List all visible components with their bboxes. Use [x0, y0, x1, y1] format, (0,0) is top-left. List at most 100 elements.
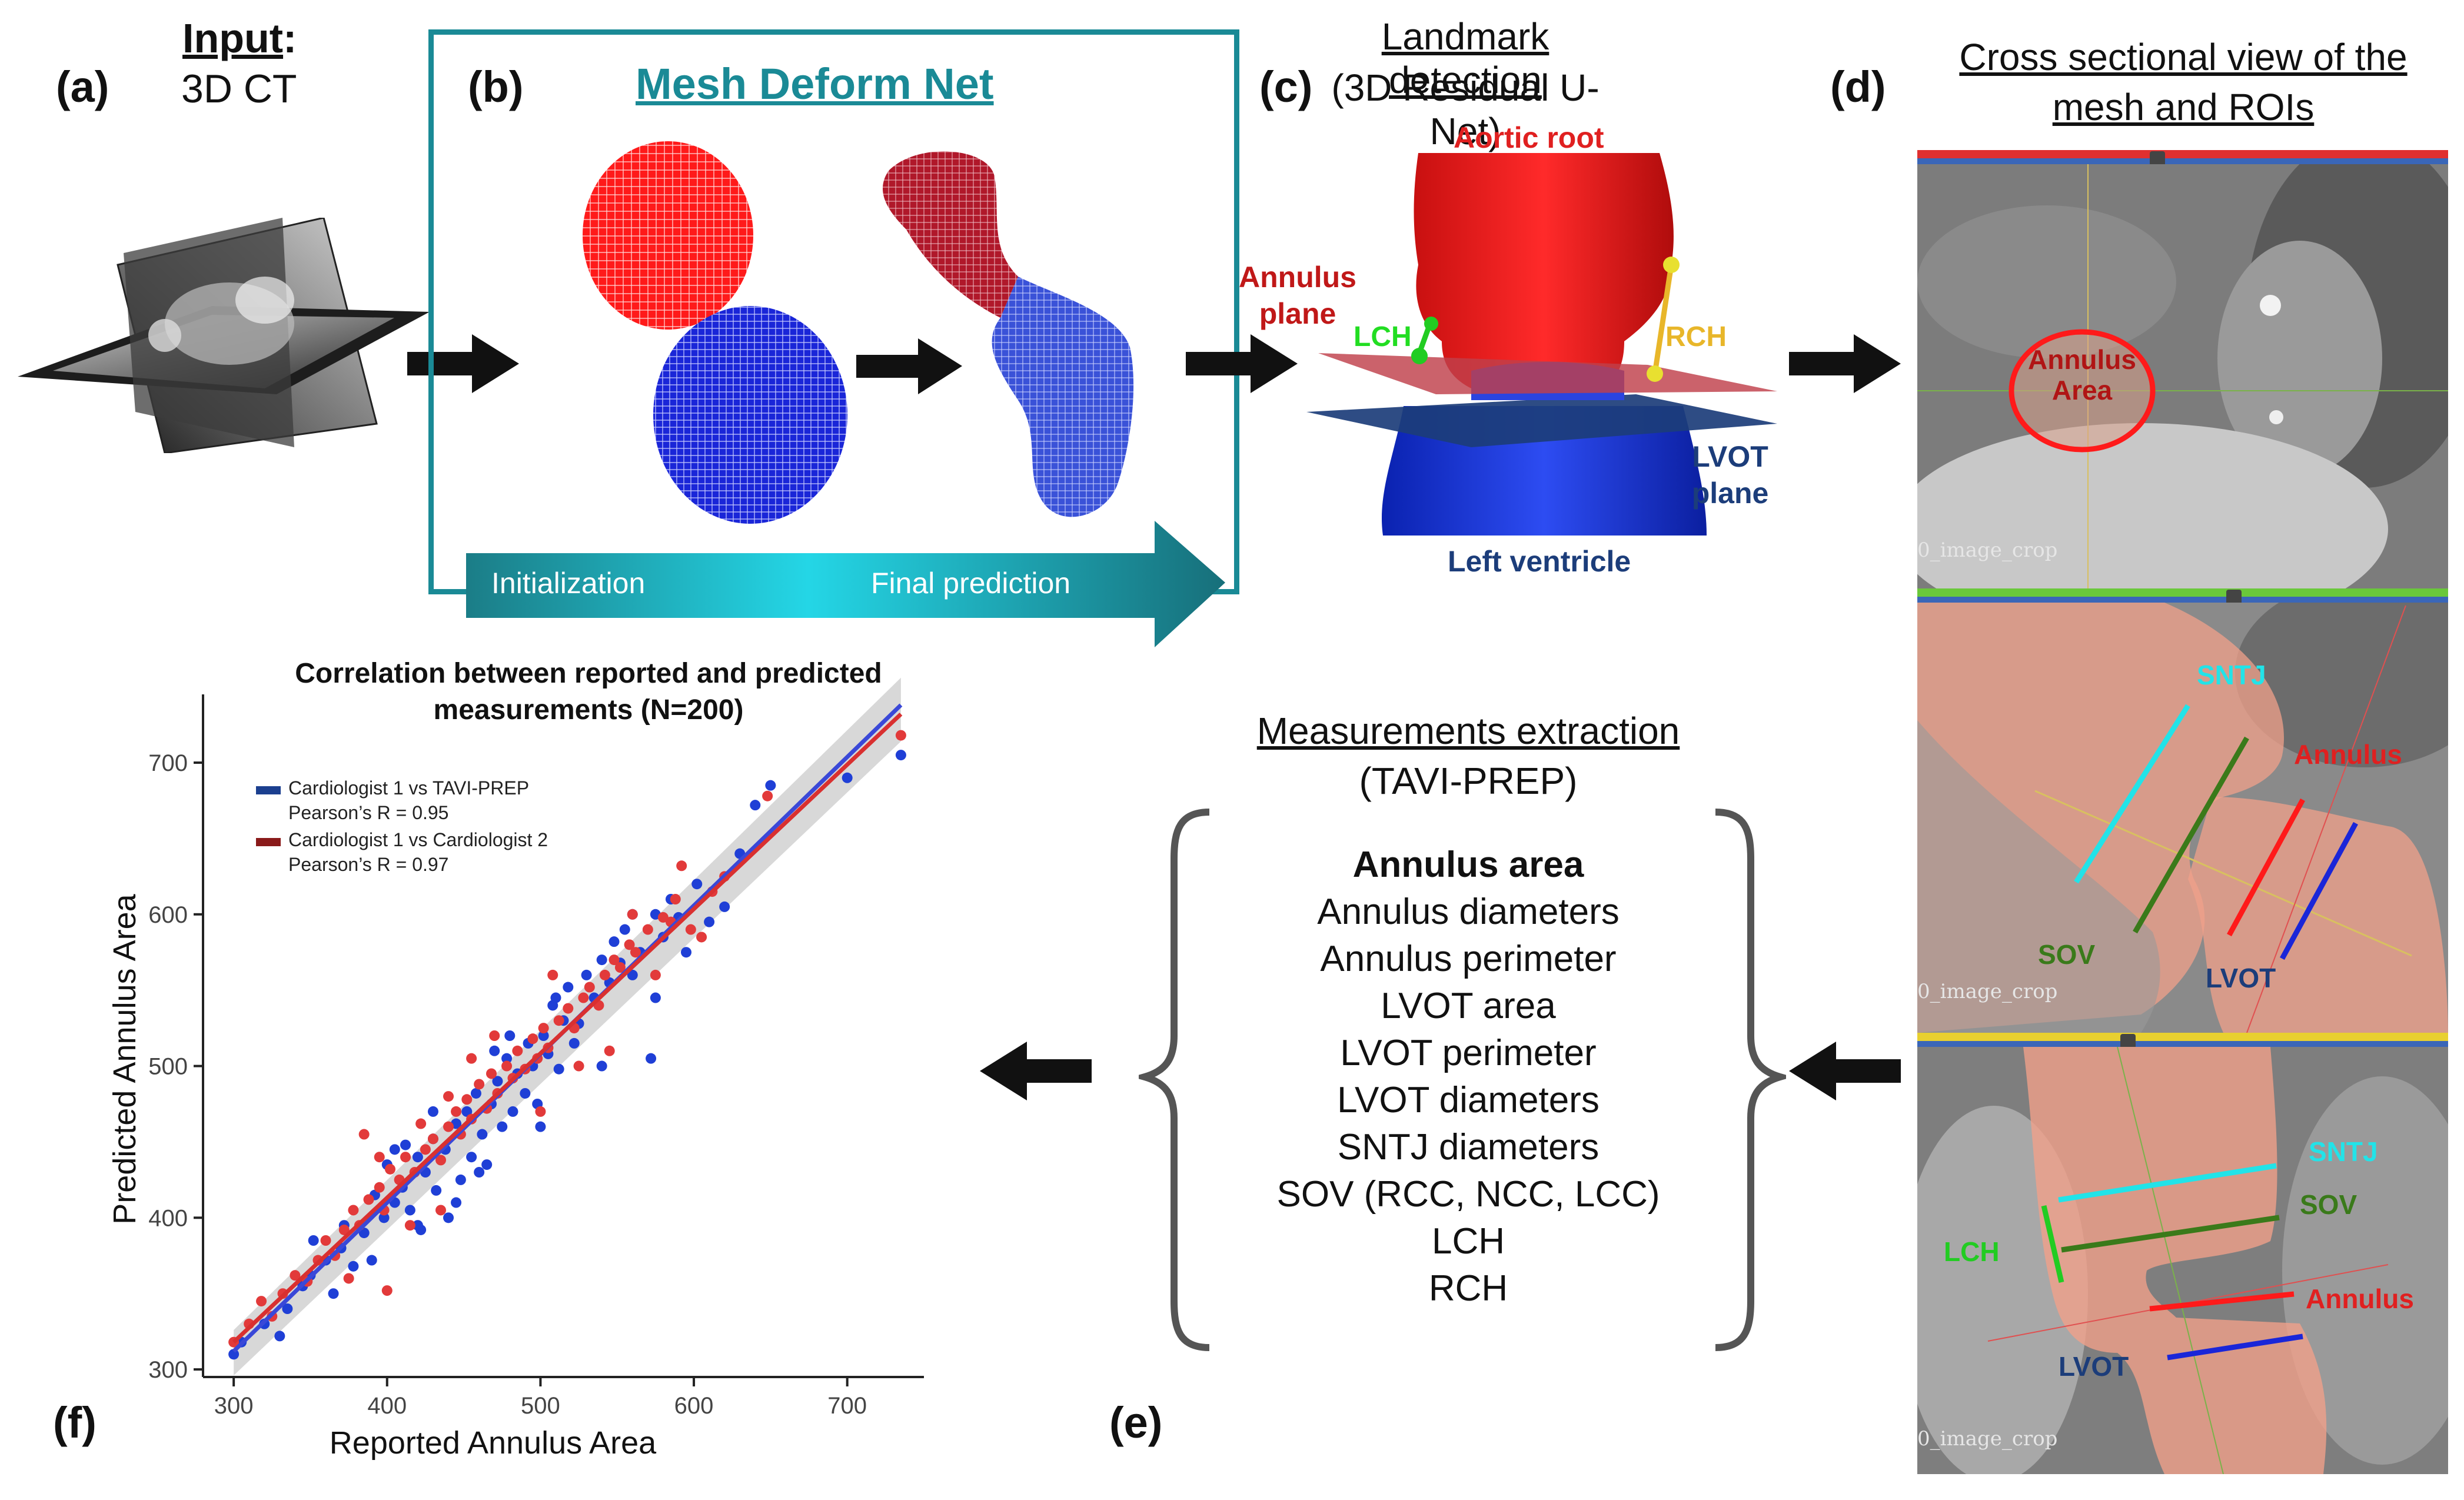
view2-image-crop-caption: 0_image_crop: [1917, 980, 2058, 1003]
legend-label-series-2: Cardiologist 1 vs Cardiologist 2: [288, 829, 548, 850]
view1-slider-handle[interactable]: [2150, 151, 2165, 167]
x-tick-label: 400: [367, 1393, 407, 1419]
data-point-series-2: [573, 1060, 584, 1072]
data-point-series-1: [431, 1185, 442, 1196]
arrow-c-to-d: [1789, 334, 1901, 393]
y-tick-label: 300: [148, 1357, 188, 1383]
measurement-item: SOV (RCC, NCC, LCC): [1276, 1174, 1660, 1215]
ct-view-coronal: SNTJ SOV LCH Annulus LVOT 0_image_crop: [1917, 1033, 2448, 1474]
data-point-series-2: [435, 1155, 446, 1166]
cross-section-title-line2: mesh and ROIs: [2052, 86, 2315, 128]
data-point-series-1: [443, 1212, 454, 1223]
panel-a-label: (a): [56, 62, 109, 111]
annulus-label-view2: Annulus: [2294, 739, 2402, 770]
data-point-series-1: [412, 1220, 423, 1231]
measurements-extraction-subtitle: (TAVI-PREP): [1359, 760, 1578, 802]
data-point-series-1: [719, 901, 730, 912]
data-point-series-2: [563, 1003, 574, 1014]
left-ventricle-label: Left ventricle: [1448, 545, 1631, 578]
y-tick-label: 700: [148, 750, 188, 776]
data-point-series-2: [676, 860, 687, 872]
data-point-series-2: [374, 1152, 385, 1163]
data-point-series-1: [646, 1053, 657, 1064]
data-point-series-2: [685, 924, 696, 935]
data-point-series-2: [256, 1296, 267, 1307]
view2-ct-image: [1917, 603, 2448, 1033]
data-point-series-1: [489, 1045, 500, 1056]
data-point-series-1: [492, 1076, 503, 1087]
data-point-series-2: [343, 1273, 354, 1284]
data-point-series-2: [435, 1205, 446, 1216]
measurement-item: SNTJ diameters: [1337, 1127, 1600, 1168]
data-point-series-1: [568, 1037, 580, 1049]
data-point-series-1: [563, 982, 574, 993]
data-point-series-2: [338, 1224, 350, 1235]
data-point-series-1: [400, 1139, 411, 1150]
rch-label-c: RCH: [1665, 321, 1727, 352]
data-point-series-1: [507, 1106, 518, 1117]
data-point-series-2: [420, 1144, 431, 1155]
measurement-item: Annulus perimeter: [1320, 939, 1617, 979]
measurement-braces: [1139, 809, 1786, 1351]
data-point-series-2: [762, 790, 773, 801]
view3-top-bar-blue: [1917, 1041, 2448, 1047]
view3-slider-handle[interactable]: [2120, 1034, 2136, 1049]
data-point-series-1: [765, 780, 776, 791]
panel-e-label: (e): [1109, 1398, 1163, 1447]
data-point-series-2: [553, 1015, 564, 1026]
sntj-label-view3: SNTJ: [2309, 1136, 2378, 1167]
annulus-plane-label: Annulus plane: [1236, 259, 1359, 332]
data-point-series-2: [538, 1023, 549, 1034]
data-point-series-1: [477, 1129, 488, 1140]
panel-a-title-text: Input: [182, 15, 284, 61]
chart-title-line1: Correlation between reported and predict…: [295, 658, 882, 689]
data-point-series-1: [282, 1303, 293, 1314]
data-point-series-2: [624, 939, 635, 950]
lvot-plane-label: LVOT plane: [1671, 438, 1789, 511]
view3-ct-image: [1917, 1047, 2448, 1474]
data-point-series-1: [455, 1174, 466, 1185]
sntj-label-view2: SNTJ: [2197, 660, 2266, 690]
lch-label-view3: LCH: [1944, 1236, 2000, 1267]
view2-slider-handle[interactable]: [2226, 590, 2242, 605]
data-point-series-2: [630, 947, 641, 958]
data-point-series-2: [895, 730, 906, 741]
data-point-series-1: [691, 879, 703, 890]
data-point-series-1: [504, 1030, 516, 1041]
data-point-series-2: [501, 1060, 513, 1072]
data-point-series-2: [512, 1045, 523, 1056]
y-tick-label: 400: [148, 1205, 188, 1231]
data-point-series-1: [474, 1167, 485, 1178]
data-point-series-1: [619, 924, 630, 935]
measurement-item: LVOT area: [1381, 986, 1556, 1026]
x-tick-label: 600: [674, 1393, 714, 1419]
ct-view-annulus: Annulus Area 0_image_crop: [1917, 150, 2448, 588]
data-point-series-2: [604, 1045, 615, 1056]
data-point-series-2: [527, 1033, 538, 1045]
annulus-correlation-scatter: Correlation between reported and predict…: [107, 658, 924, 1461]
data-point-series-1: [581, 969, 592, 980]
panel-a-subtitle: 3D CT: [181, 66, 297, 111]
data-point-series-1: [596, 1060, 607, 1072]
ct-view-long-axis: SNTJ Annulus SOV LVOT 0_image_crop: [1917, 588, 2448, 1033]
initialization-label: Initialization: [491, 567, 646, 600]
data-point-series-2: [400, 1152, 411, 1163]
data-point-series-2: [404, 1220, 415, 1231]
y-tick-label: 500: [148, 1054, 188, 1080]
y-axis-label: Predicted Annulus Area: [107, 893, 142, 1224]
annulus-plane-label-line1: Annulus: [1239, 261, 1356, 294]
view3-image-crop-caption: 0_image_crop: [1917, 1427, 2058, 1451]
lvot-plane-label-line1: LVOT: [1692, 440, 1768, 473]
data-point-series-1: [308, 1235, 319, 1246]
data-point-series-2: [642, 924, 653, 935]
measurement-item: RCH: [1428, 1268, 1508, 1309]
data-point-series-1: [681, 947, 692, 958]
data-point-series-1: [274, 1331, 285, 1342]
landmark-detection-title: Landmark detection: [1381, 15, 1549, 101]
data-point-series-2: [461, 1094, 473, 1105]
data-point-series-1: [842, 772, 853, 783]
data-point-series-1: [461, 1106, 473, 1117]
panel-f-label: (f): [53, 1398, 97, 1447]
data-point-series-2: [374, 1182, 385, 1193]
